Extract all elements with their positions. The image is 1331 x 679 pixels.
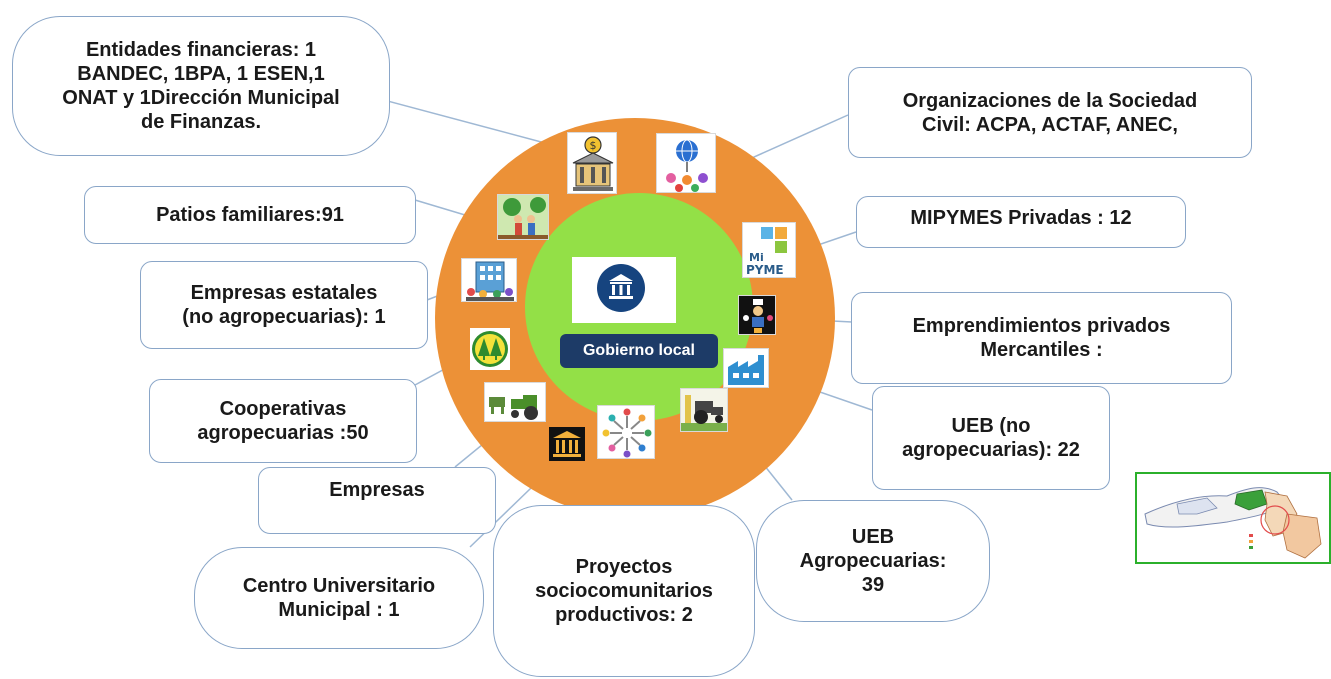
office-building-icon xyxy=(461,258,517,302)
mipyme-logo-icon: Mi PYME xyxy=(742,222,796,278)
node-centro-universitario: Centro Universitario Municipal : 1 xyxy=(194,547,484,649)
center-label: Gobierno local xyxy=(560,334,718,368)
node-ueb-agropecuarias: UEB Agropecuarias: 39 xyxy=(756,500,990,622)
bank-building-icon xyxy=(597,264,645,312)
svg-text:PYME: PYME xyxy=(746,263,784,277)
globe-network-icon xyxy=(656,133,716,193)
node-patios-familiares: Patios familiares:91 xyxy=(84,186,416,244)
factory-icon xyxy=(723,348,769,388)
bank-dollar-icon: $ xyxy=(567,132,617,194)
node-cooperativas-agropecuarias: Cooperativas agropecuarias :50 xyxy=(149,379,417,463)
node-entidades-financieras: Entidades financieras: 1 BANDEC, 1BPA, 1… xyxy=(12,16,390,156)
tractor-field-icon xyxy=(680,388,728,432)
entrepreneur-icon xyxy=(738,295,776,335)
node-emprendimientos-privados: Emprendimientos privados Mercantiles : xyxy=(851,292,1232,384)
cooperative-trees-icon xyxy=(470,328,510,370)
node-ueb-no-agropecuarias: UEB (no agropecuarias): 22 xyxy=(872,386,1110,490)
family-garden-icon xyxy=(497,194,549,240)
community-people-icon xyxy=(597,405,655,459)
svg-text:$: $ xyxy=(590,139,597,152)
connector-entidades xyxy=(364,94,546,144)
node-organizaciones-sociedad-civil: Organizaciones de la Sociedad Civil: ACP… xyxy=(848,67,1252,158)
node-proyectos-sociocomunitarios: Proyectos sociocomunitarios productivos:… xyxy=(493,505,755,677)
tractor-cow-icon xyxy=(484,382,546,422)
municipality-map-icon xyxy=(1135,472,1331,564)
node-empresas: Empresas xyxy=(258,467,496,534)
university-icon xyxy=(549,427,585,461)
node-empresas-estatales: Empresas estatales (no agropecuarias): 1 xyxy=(140,261,428,349)
svg-text:Mi: Mi xyxy=(749,251,764,264)
node-mipymes-privadas: MIPYMES Privadas : 12 xyxy=(856,196,1186,248)
